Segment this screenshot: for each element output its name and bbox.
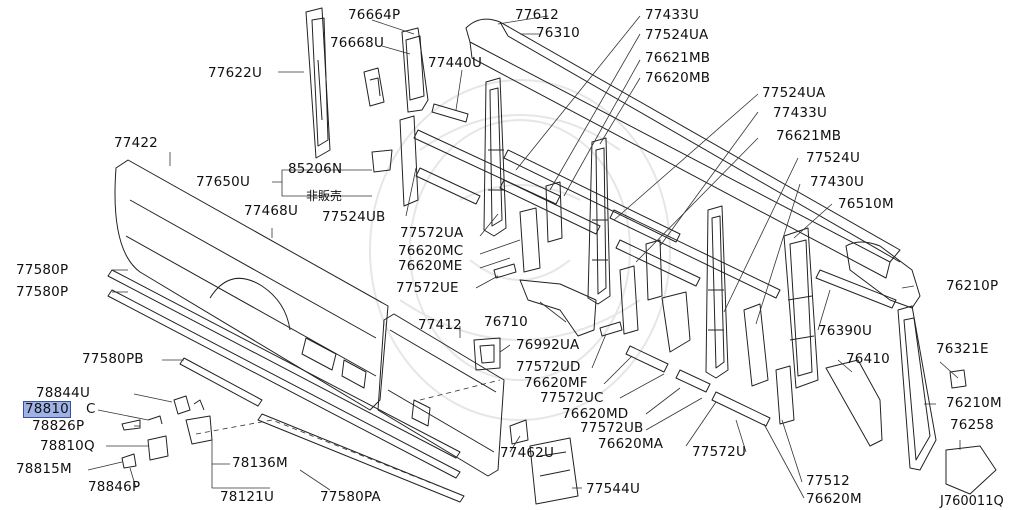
part-label-76510M: 76510M	[838, 196, 894, 212]
part-label-77572UB: 77572UB	[580, 420, 644, 436]
part-label-78815M: 78815M	[16, 461, 72, 477]
part-label-76621MB-mid: 76621MB	[776, 128, 842, 144]
part-label-76258: 76258	[950, 417, 994, 433]
middle-pillar-76621MB	[483, 77, 507, 237]
diagram-code: J760011Q	[940, 494, 1004, 509]
part-label-76210P: 76210P	[946, 278, 999, 294]
inner-panel-77412	[377, 313, 505, 477]
part-label-77572UA: 77572UA	[400, 225, 464, 241]
part-label-76992UA: 76992UA	[516, 337, 580, 353]
part-label-77572UE: 77572UE	[396, 280, 459, 296]
rear-pillar-76210M	[825, 241, 997, 495]
part-label-77412: 77412	[418, 317, 462, 333]
part-label-76310: 76310	[536, 25, 580, 41]
part-label-77524UB: 77524UB	[322, 209, 386, 225]
part-label-76620MC: 76620MC	[398, 243, 464, 259]
bracket-77650U	[371, 115, 795, 425]
part-label-77440U: 77440U	[428, 55, 483, 71]
part-label-77572UC: 77572UC	[540, 390, 604, 406]
part-label-77572U: 77572U	[692, 444, 747, 460]
part-label-78810Q: 78810Q	[40, 438, 95, 454]
part-label-77524UA-top: 77524UA	[645, 27, 709, 43]
small-parts-lower-left	[121, 395, 213, 469]
part-label-77544U: 77544U	[586, 481, 641, 497]
part-label-85206N: 85206N	[288, 161, 343, 177]
sill-76710	[519, 279, 597, 337]
part-label-76620MB: 76620MB	[645, 70, 711, 86]
part-label-77524UA-mid: 77524UA	[762, 85, 826, 101]
part-label-77430U: 77430U	[810, 174, 865, 190]
part-label-77422: 77422	[114, 135, 158, 151]
part-label-78826P: 78826P	[32, 418, 85, 434]
part-label-76710: 76710	[484, 314, 528, 330]
part-label-78844U: 78844U	[36, 385, 91, 401]
part-label-78810C-suffix: C	[86, 401, 96, 417]
part-label-77612: 77612	[515, 7, 559, 23]
leader-lines	[87, 15, 961, 499]
lower-parts-77544U	[509, 419, 579, 505]
part-label-76410: 76410	[846, 351, 890, 367]
part-label-77580PB: 77580PB	[82, 351, 144, 367]
part-label-77468U: 77468U	[244, 203, 299, 219]
part-label-77512: 77512	[806, 473, 850, 489]
part-label-76664P: 76664P	[348, 7, 401, 23]
part-label-76321E: 76321E	[936, 341, 989, 357]
part-label-77622U: 77622U	[208, 65, 263, 81]
part-label-76621MB-top: 76621MB	[645, 50, 711, 66]
part-label-78121U: 78121U	[220, 489, 275, 505]
part-label-76620MF: 76620MF	[524, 375, 588, 391]
part-label-77580P-upper: 77580P	[16, 262, 69, 278]
part-label-77580PA: 77580PA	[320, 489, 381, 505]
part-label-77572UD: 77572UD	[516, 359, 581, 375]
part-label-76620MD: 76620MD	[562, 406, 629, 422]
part-label-77433U-top: 77433U	[645, 7, 700, 23]
part-label-76620MA: 76620MA	[598, 436, 664, 452]
part-label-78810C-number: 78810	[25, 401, 69, 417]
moulding-strips	[413, 129, 897, 427]
middle-pillar-76620MB	[587, 137, 611, 305]
part-label-78136M: 78136M	[232, 455, 288, 471]
part-label-76390U: 76390U	[818, 323, 873, 339]
part-label-76210M: 76210M	[946, 395, 1002, 411]
side-panel-77422	[114, 159, 389, 411]
inner-pillar-76664P	[363, 27, 429, 113]
roof-rail-76310	[465, 18, 901, 279]
pillar-77622U	[305, 7, 331, 159]
pillar-77524U	[705, 205, 729, 379]
watermark-emblem	[369, 79, 671, 421]
part-label-77580P-lower: 77580P	[16, 284, 69, 300]
strip-77440U	[431, 103, 469, 123]
long-mouldings-77580	[107, 269, 465, 503]
part-label-76668U: 76668U	[330, 35, 385, 51]
not-for-sale-note: 非販売	[306, 189, 343, 203]
part-label-77462U: 77462U	[500, 445, 555, 461]
pillar-76510M	[783, 227, 819, 389]
part-label-78810C-highlighted[interactable]: 78810	[23, 401, 71, 418]
part-label-77524U: 77524U	[806, 150, 861, 166]
part-label-77650U: 77650U	[196, 174, 251, 190]
part-label-76620ME: 76620ME	[398, 258, 463, 274]
part-label-77433U-mid: 77433U	[773, 105, 828, 121]
part-label-76620M: 76620M	[806, 491, 862, 507]
part-label-78846P: 78846P	[88, 479, 141, 495]
